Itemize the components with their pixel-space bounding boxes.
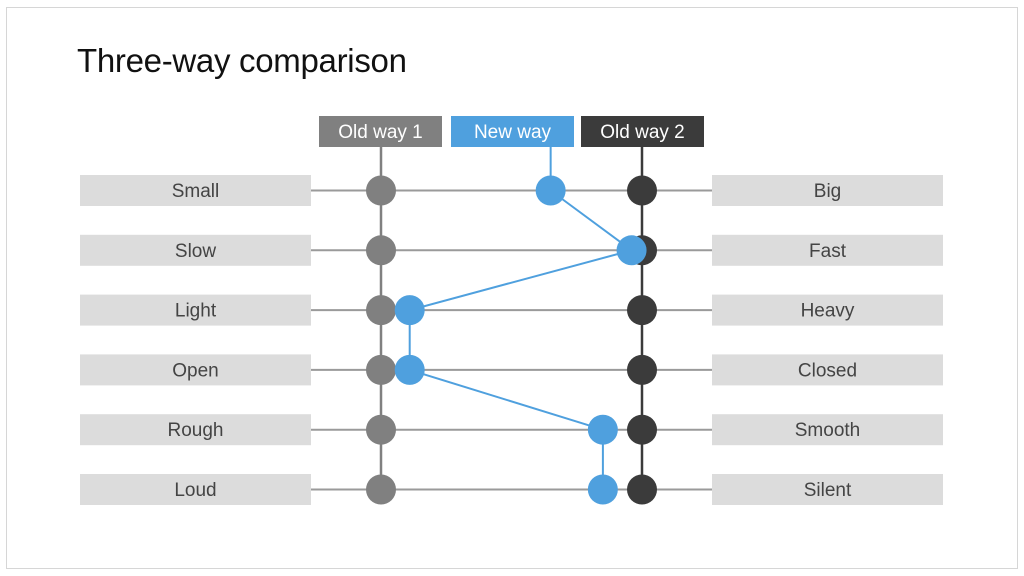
left-label-box — [80, 354, 311, 386]
new-way-dot — [587, 414, 618, 445]
new-way-dot — [394, 354, 425, 385]
old-way-1-dot — [366, 175, 396, 206]
new-way-line — [408, 189, 634, 490]
left-label-box — [80, 414, 311, 446]
right-label-box — [712, 354, 943, 386]
old-way-2-dot — [627, 474, 657, 505]
left-label: Slow — [175, 241, 216, 262]
left-label: Small — [172, 181, 220, 202]
left-label: Open — [172, 360, 218, 381]
left-label-box — [80, 474, 311, 505]
left-label: Loud — [174, 480, 216, 501]
old-way-2-dot — [627, 175, 657, 206]
header-old-way-2-label: Old way 2 — [600, 122, 684, 143]
right-label-box — [712, 414, 943, 446]
old-way-2-dot — [627, 354, 657, 385]
new-way-path — [408, 189, 634, 490]
page-title: Three-way comparison — [77, 42, 407, 79]
right-label: Closed — [798, 360, 857, 381]
left-label: Light — [175, 301, 217, 322]
old-way-1-dot — [366, 295, 396, 326]
right-label: Big — [814, 181, 841, 202]
header-old-way-2-box — [581, 116, 704, 147]
new-way-dot — [535, 175, 566, 206]
old-way-1-dot — [366, 474, 396, 505]
column-headers: Old way 1 New way Old way 2 — [319, 116, 704, 147]
old-way-1-dot — [366, 235, 396, 266]
header-old-way-1-label: Old way 1 — [338, 122, 422, 143]
right-label: Smooth — [795, 420, 860, 441]
right-label: Silent — [804, 480, 852, 501]
old-way-2-dot — [627, 414, 657, 445]
new-way-dot — [616, 235, 647, 266]
right-label: Heavy — [801, 301, 855, 322]
left-label-box — [80, 175, 311, 206]
left-label: Rough — [168, 420, 224, 441]
new-way-dot — [394, 295, 425, 326]
left-label-box — [80, 294, 311, 326]
left-label-box — [80, 234, 311, 266]
right-label-box — [712, 175, 943, 206]
header-old-way-1-box — [319, 116, 442, 147]
right-label-box — [712, 294, 943, 326]
right-label-box — [712, 234, 943, 266]
dots — [366, 175, 657, 505]
old-way-1-dot — [366, 354, 396, 385]
old-way-2-dot — [627, 295, 657, 326]
header-new-way-box — [451, 116, 574, 147]
right-label: Fast — [809, 241, 847, 262]
right-label-box — [712, 474, 943, 505]
row-lines — [311, 189, 712, 491]
old-way-1-dot — [366, 414, 396, 445]
new-way-dot — [587, 474, 618, 505]
header-new-way-label: New way — [474, 122, 552, 143]
